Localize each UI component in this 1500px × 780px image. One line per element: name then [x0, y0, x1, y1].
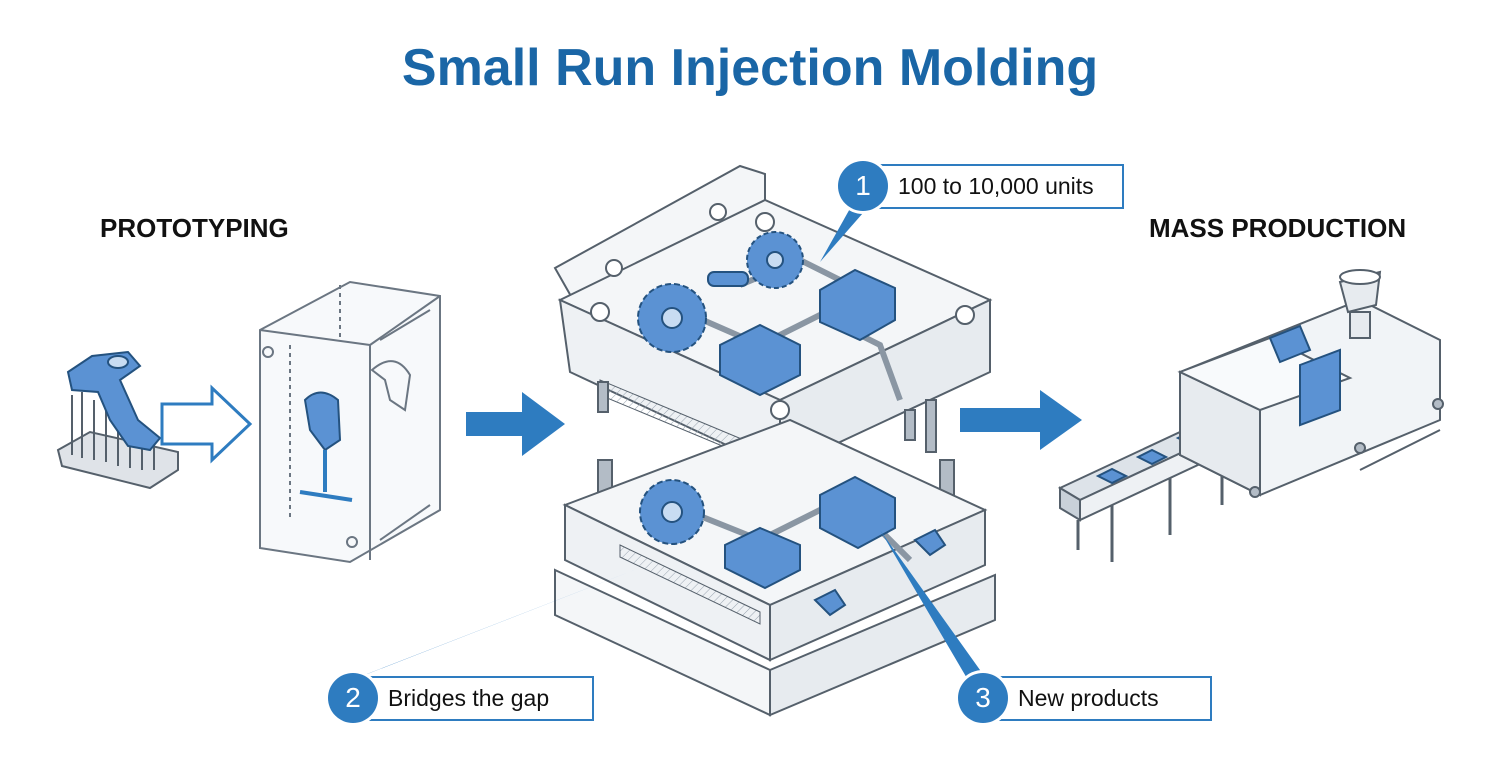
- callout-text: Bridges the gap: [356, 675, 594, 721]
- callout-text: New products: [986, 675, 1212, 721]
- callout-number: 3: [958, 673, 1008, 723]
- callout-new-products: 3 New products: [958, 673, 1212, 723]
- callout-number: 1: [838, 161, 888, 211]
- callout-text: 100 to 10,000 units: [866, 163, 1124, 209]
- callout-number: 2: [328, 673, 378, 723]
- hollow-arrow-icon: [160, 384, 253, 464]
- mold-top-half: [553, 164, 993, 472]
- callout-bridges-gap: 2 Bridges the gap: [328, 673, 594, 723]
- mold-bottom-half: [554, 418, 996, 717]
- arrow-right-icon: [466, 392, 565, 456]
- arrow-right-icon: [960, 390, 1082, 450]
- callout-2-pointer: [352, 560, 660, 680]
- callout-units: 1 100 to 10,000 units: [838, 161, 1124, 211]
- injection-machine-icon: [1057, 269, 1444, 562]
- callout-1-pointer: [820, 205, 870, 262]
- prototype-mold-icon: [259, 280, 441, 564]
- callout-3-pointer: [880, 530, 990, 684]
- prototype-part-icon: [56, 350, 179, 490]
- mass-production-label: MASS PRODUCTION: [1149, 213, 1407, 243]
- prototyping-label: PROTOTYPING: [100, 213, 289, 243]
- page-title: Small Run Injection Molding: [401, 39, 1099, 97]
